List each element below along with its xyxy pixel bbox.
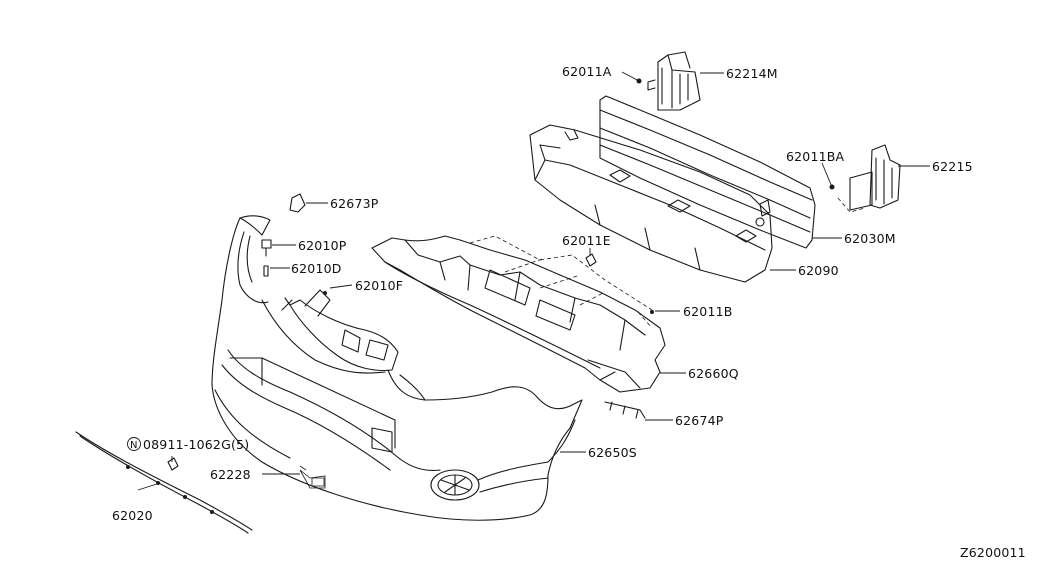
label-62011b: 62011B (683, 304, 733, 319)
label-62010d: 62010D (291, 261, 342, 276)
bumper-fascia-drawing (211, 215, 583, 521)
diagram-code: Z6200011 (960, 545, 1026, 560)
label-08911-1062g: 08911-1062G(5) (143, 437, 249, 452)
bracket-62214m-drawing (647, 51, 701, 111)
label-62011e: 62011E (562, 233, 611, 248)
label-62030m: 62030M (844, 231, 896, 246)
label-62214m: 62214M (726, 66, 778, 81)
n-marker-letter: N (130, 440, 138, 451)
label-62660q: 62660Q (688, 366, 739, 381)
label-62090: 62090 (798, 263, 839, 278)
alignment-dashed-lines (469, 235, 653, 329)
lower-grille-strip-drawing (75, 431, 253, 534)
label-62011ba: 62011BA (786, 149, 845, 164)
reinforcement-62030m-drawing (599, 95, 816, 249)
leader-lines (137, 71, 930, 491)
label-62010p: 62010P (298, 238, 347, 253)
label-62020: 62020 (112, 508, 153, 523)
label-62215: 62215 (932, 159, 973, 174)
label-08911-group: N 08911-1062G(5) (127, 437, 249, 452)
label-62674p: 62674P (675, 413, 724, 428)
label-62011a: 62011A (562, 64, 612, 79)
label-62010f: 62010F (355, 278, 403, 293)
label-62673p: 62673P (330, 196, 379, 211)
bracket-62215-drawing (837, 144, 901, 213)
label-62650s: 62650S (588, 445, 637, 460)
energy-absorber-drawing (371, 235, 666, 393)
label-62228: 62228 (210, 467, 251, 482)
reinforcement-62090-drawing (529, 124, 773, 283)
fasteners-drawing (167, 78, 835, 471)
n-marker-circle (127, 437, 141, 451)
